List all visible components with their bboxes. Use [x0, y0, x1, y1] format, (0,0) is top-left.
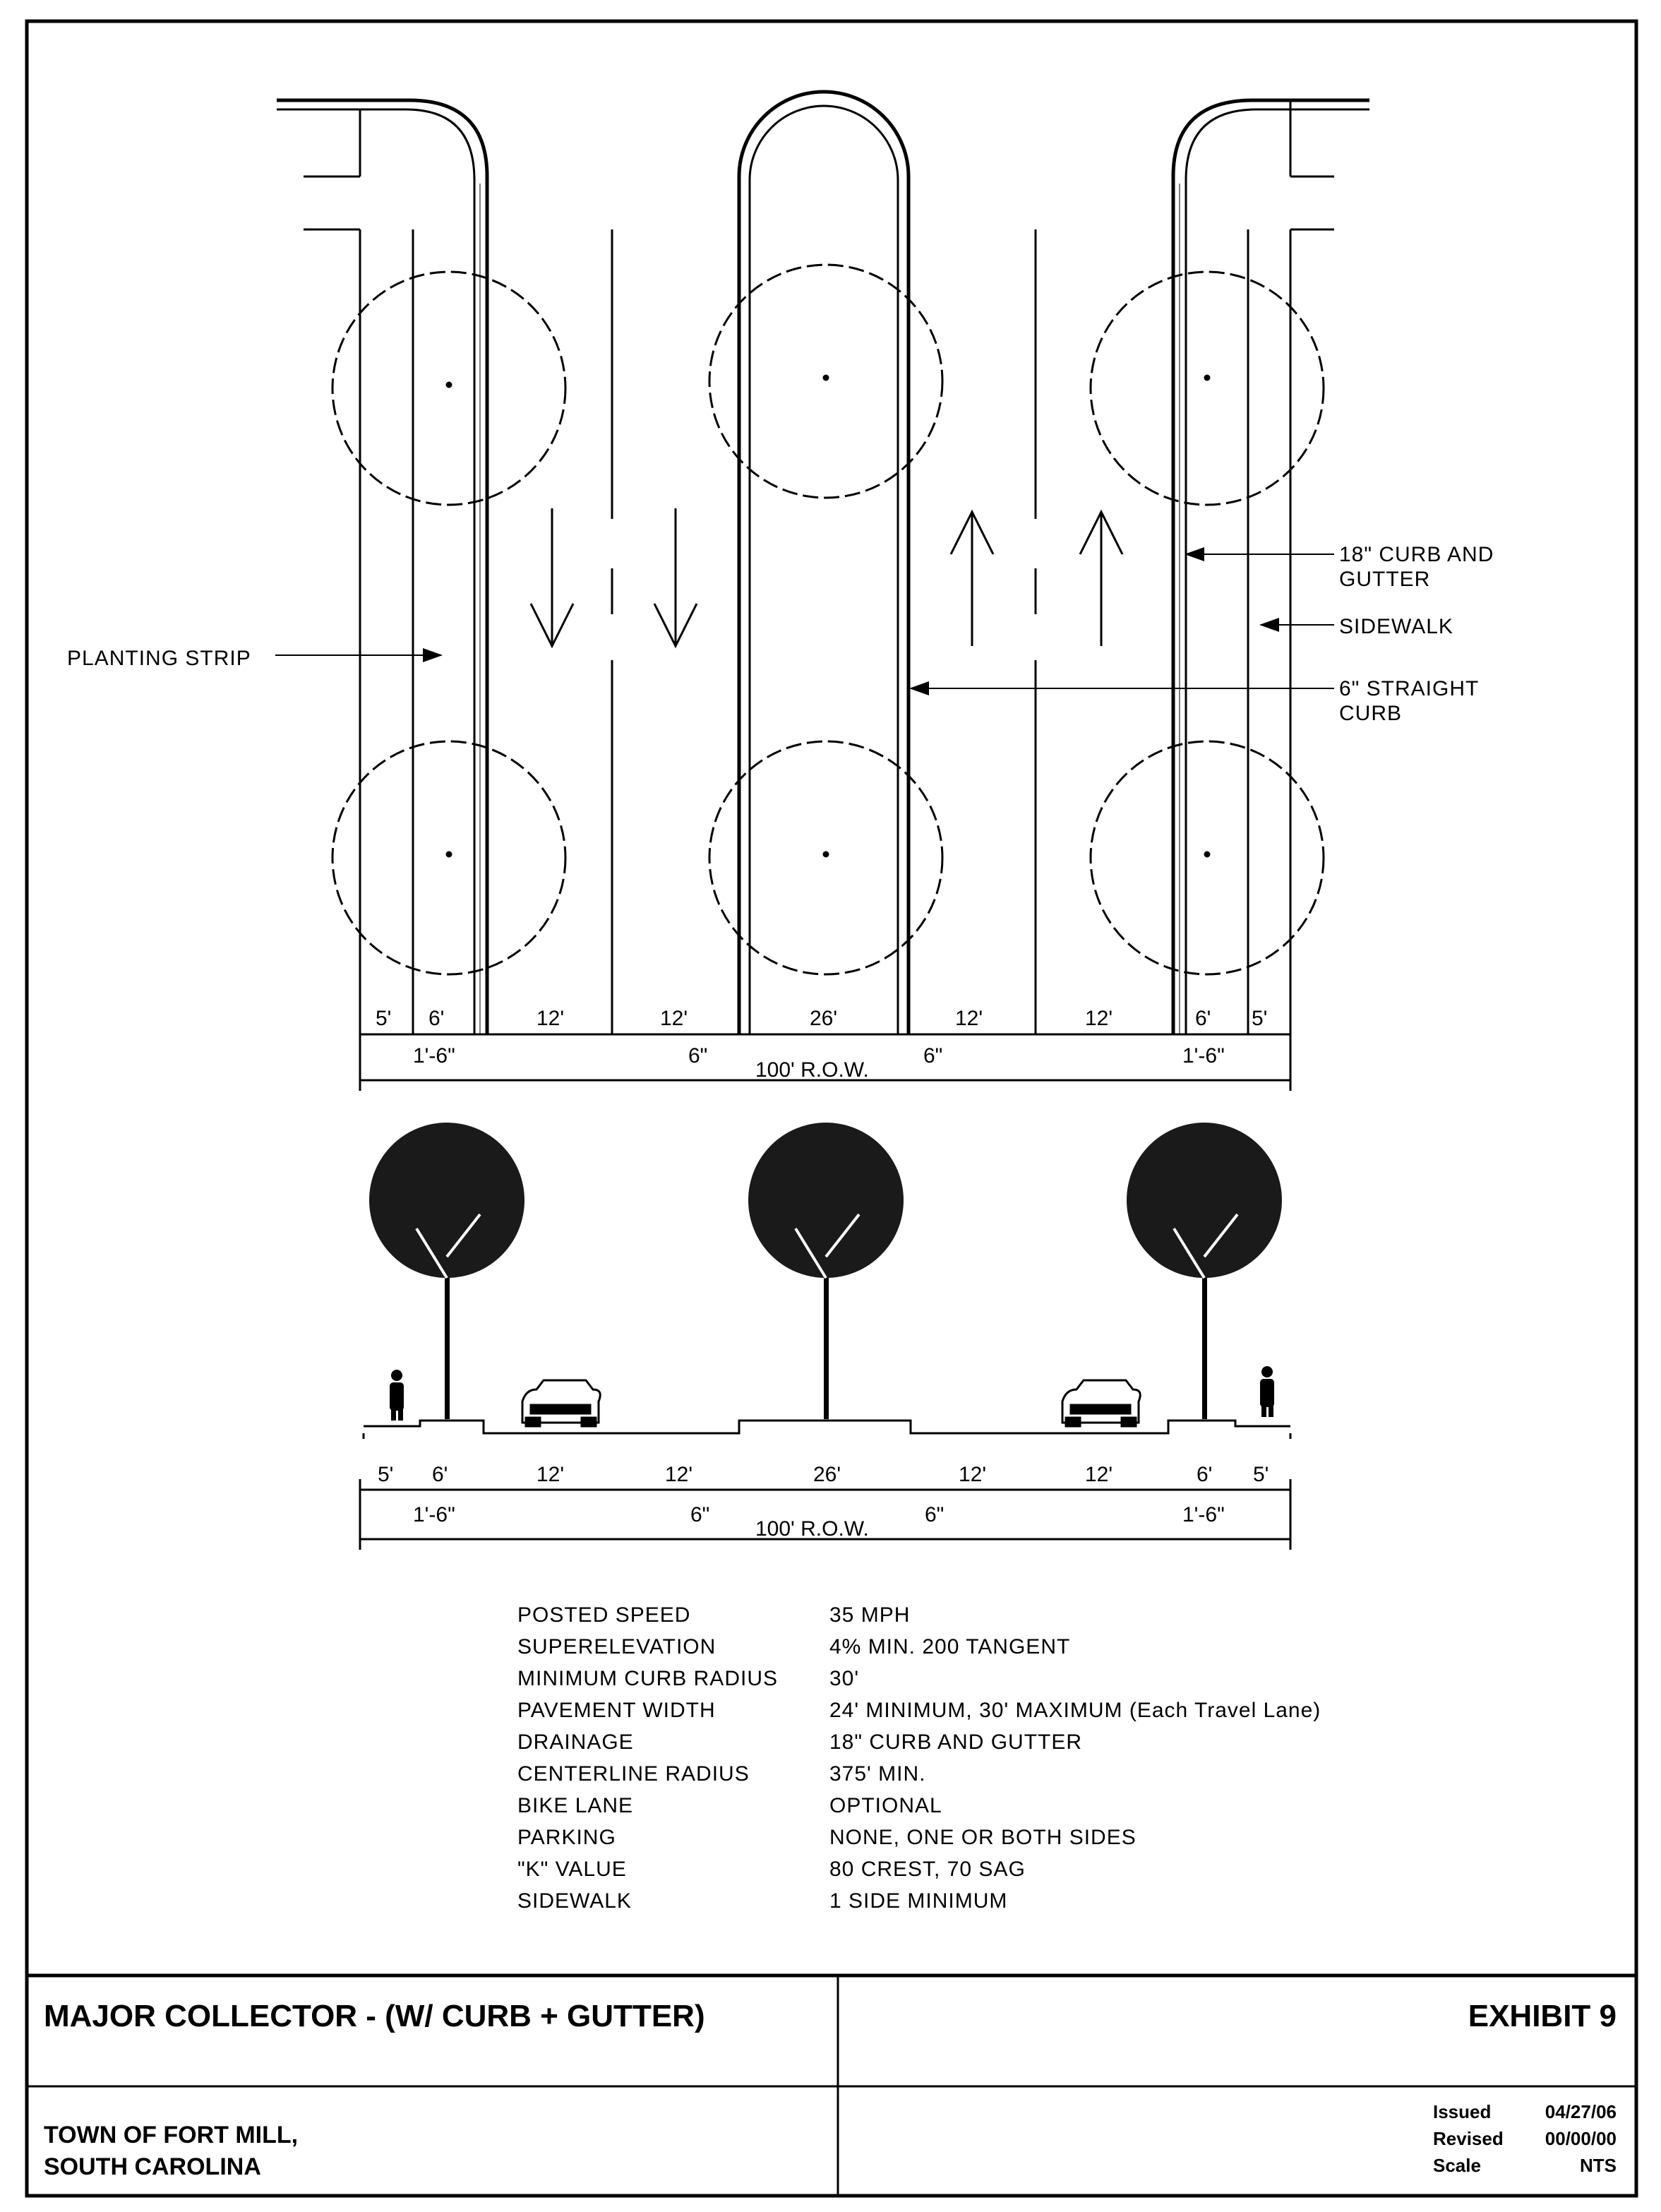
- spec-label: POSTED SPEED: [517, 1603, 690, 1627]
- issued-label: Issued: [1433, 2101, 1491, 2122]
- spec-value: 35 MPH: [829, 1603, 910, 1627]
- planting-strip-label: PLANTING STRIP: [67, 647, 251, 670]
- dim-row: 100' R.O.W.: [755, 1058, 869, 1082]
- spec-value: 375' MIN.: [829, 1762, 925, 1786]
- spec-value: 18" CURB AND GUTTER: [829, 1730, 1082, 1754]
- dim-median: 6": [925, 1503, 944, 1526]
- spec-label: SIDEWALK: [517, 1889, 632, 1913]
- spec-label: PAVEMENT WIDTH: [517, 1699, 716, 1722]
- dim-segment: 6': [1195, 1007, 1211, 1030]
- town-name: TOWN OF FORT MILL,: [44, 2122, 298, 2148]
- dim-median: 6": [923, 1044, 942, 1068]
- dim-segment: 26': [810, 1007, 837, 1030]
- curb-gutter-label: 18" CURB AND: [1339, 543, 1494, 566]
- plan-tree-icon: [331, 263, 1325, 976]
- pedestrian-icon: [390, 1370, 404, 1421]
- dim-segment: 12': [665, 1463, 692, 1486]
- sheet-border: [25, 19, 1638, 2198]
- plan-dimension-line: [359, 1024, 1292, 1091]
- spec-value: 80 CREST, 70 SAG: [829, 1858, 1026, 1881]
- exhibit-number: EXHIBIT 9: [1468, 1999, 1617, 2033]
- dim-segment: 12': [959, 1463, 986, 1486]
- dim-segment: 6': [1197, 1463, 1212, 1486]
- spec-label: PARKING: [517, 1826, 616, 1849]
- spec-label: "K" VALUE: [517, 1858, 627, 1881]
- dim-segment: 12': [1085, 1463, 1113, 1486]
- dim-segment: 5': [376, 1007, 391, 1030]
- section-tree-icon: [748, 1123, 904, 1419]
- issued-value: 04/27/06: [1545, 2101, 1617, 2122]
- straight-curb-label: 6" STRAIGHT: [1339, 677, 1479, 700]
- dim-segment: 5': [1253, 1463, 1269, 1486]
- cross-section: [362, 1419, 1292, 1439]
- dim-curb: 1'-6": [413, 1044, 455, 1068]
- section-tree-icon: [1127, 1123, 1282, 1419]
- dim-segment: 12': [536, 1463, 564, 1486]
- plan-view: [275, 90, 1369, 1034]
- curb-gutter-label-2: GUTTER: [1339, 568, 1430, 591]
- section-dimension-line: [359, 1479, 1292, 1550]
- spec-value: OPTIONAL: [829, 1794, 942, 1817]
- car-icon: [1061, 1379, 1141, 1428]
- spec-value: NONE, ONE OR BOTH SIDES: [829, 1826, 1137, 1849]
- dim-segment: 5': [1252, 1007, 1267, 1030]
- dim-segment: 12': [536, 1007, 564, 1030]
- southbound-arrow-icon: [653, 508, 698, 649]
- spec-value: 30': [829, 1667, 859, 1690]
- spec-label: MINIMUM CURB RADIUS: [517, 1667, 778, 1690]
- scale-label: Scale: [1433, 2155, 1481, 2176]
- scale-value: NTS: [1580, 2155, 1617, 2176]
- dim-row: 100' R.O.W.: [755, 1517, 869, 1541]
- section-tree-icon: [369, 1123, 524, 1419]
- drawing-title: MAJOR COLLECTOR - (W/ CURB + GUTTER): [44, 1999, 705, 2033]
- northbound-arrow-icon: [1079, 509, 1124, 646]
- revised-value: 00/00/00: [1545, 2128, 1617, 2149]
- spec-label: SUPERELEVATION: [517, 1635, 716, 1658]
- dim-median: 6": [690, 1503, 709, 1526]
- dim-segment: 12': [660, 1007, 688, 1030]
- revised-label: Revised: [1433, 2128, 1504, 2149]
- northbound-arrow-icon: [949, 509, 995, 646]
- dim-curb: 1'-6": [1182, 1503, 1225, 1526]
- spec-label: CENTERLINE RADIUS: [517, 1762, 750, 1786]
- dim-segment: 12': [1085, 1007, 1113, 1030]
- spec-value: 4% MIN. 200 TANGENT: [829, 1635, 1070, 1658]
- dim-segment: 5': [378, 1463, 393, 1486]
- spec-value: 1 SIDE MINIMUM: [829, 1889, 1007, 1913]
- spec-label: DRAINAGE: [517, 1730, 634, 1754]
- dim-segment: 26': [813, 1463, 841, 1486]
- dim-segment: 6': [432, 1463, 448, 1486]
- spec-value: 24' MINIMUM, 30' MAXIMUM (Each Travel La…: [829, 1699, 1321, 1722]
- pedestrian-icon: [1260, 1366, 1274, 1417]
- sidewalk-label: SIDEWALK: [1339, 615, 1453, 638]
- car-icon: [521, 1379, 601, 1428]
- dim-median: 6": [688, 1044, 707, 1068]
- southbound-arrow-icon: [529, 508, 575, 649]
- spec-label: BIKE LANE: [517, 1794, 633, 1817]
- dim-segment: 6': [428, 1007, 444, 1030]
- straight-curb-label-2: CURB: [1339, 702, 1402, 725]
- dim-curb: 1'-6": [1182, 1044, 1225, 1068]
- dim-segment: 12': [955, 1007, 983, 1030]
- title-block: [27, 1973, 1636, 2196]
- dim-curb: 1'-6": [413, 1503, 455, 1526]
- spec-table: POSTED SPEED 35 MPH SUPERELEVATION 4% MI…: [517, 1603, 1321, 1913]
- state-name: SOUTH CAROLINA: [44, 2153, 261, 2180]
